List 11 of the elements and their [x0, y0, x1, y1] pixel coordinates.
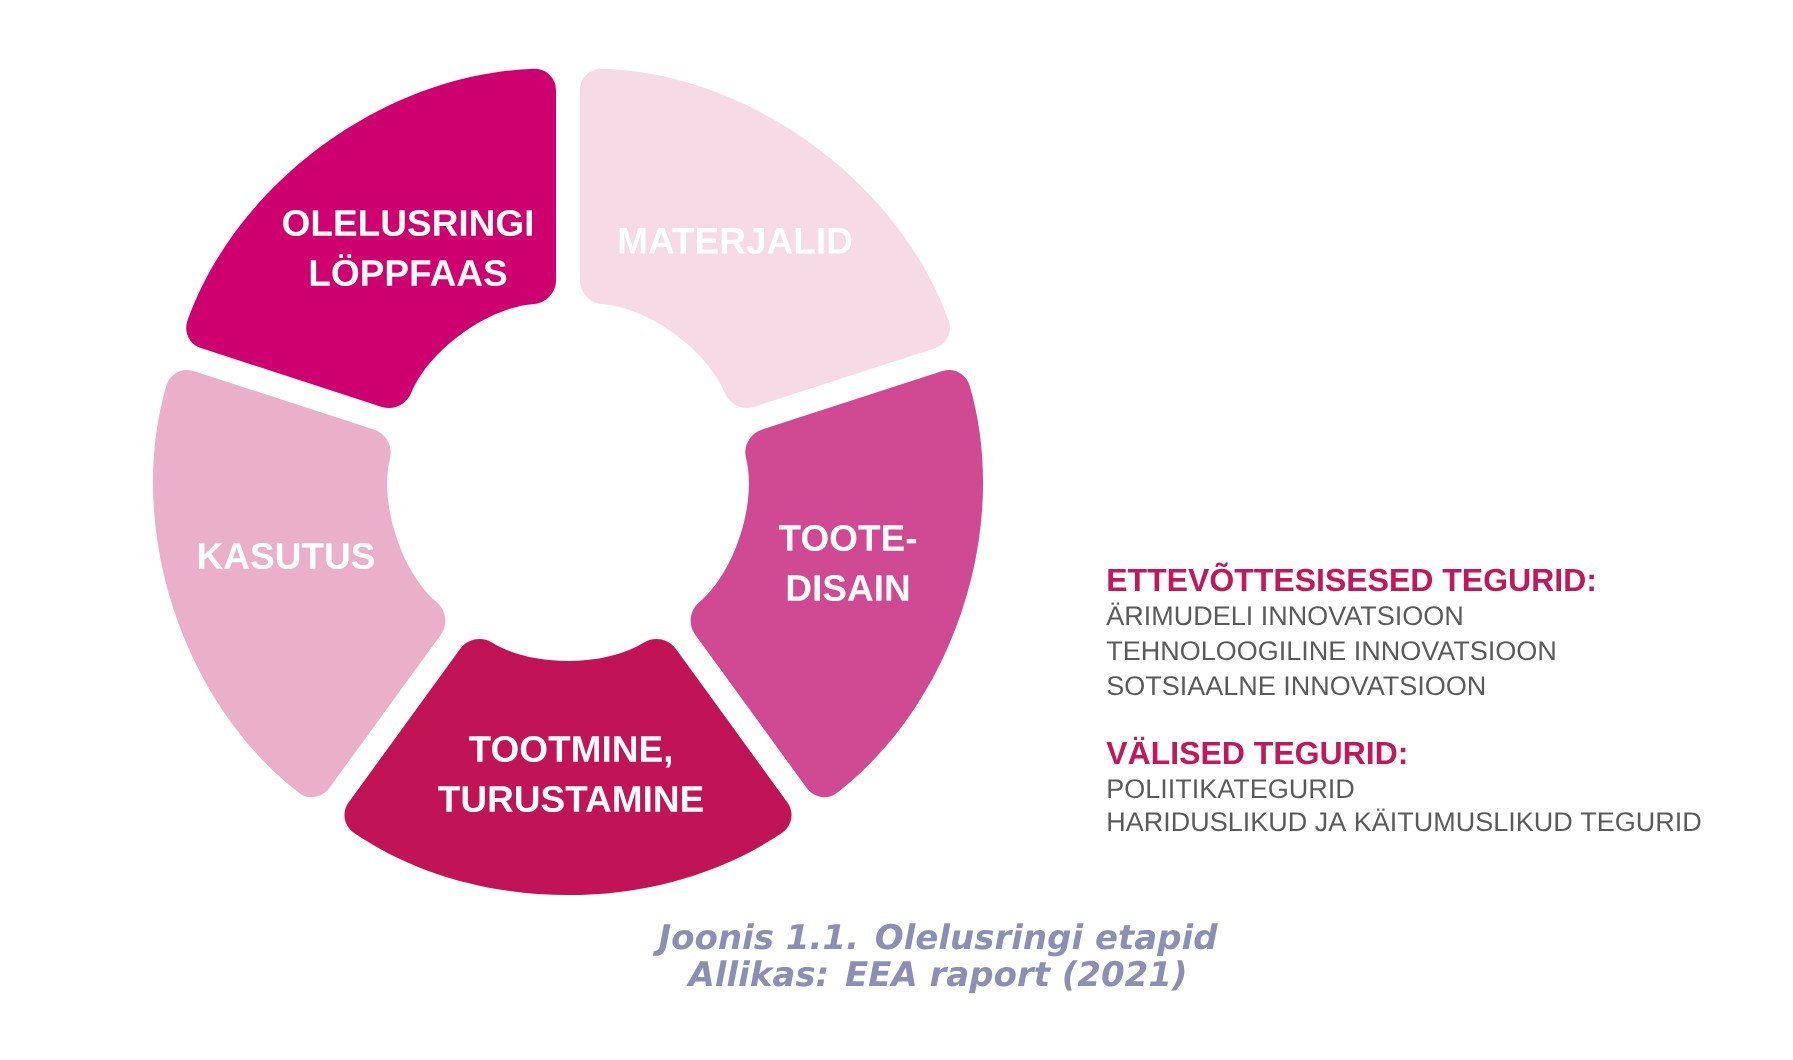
list-item: TEHNOLOOGILINE INNOVATSIOON	[1106, 641, 1555, 661]
list-item: ÄRIMUDELI INNOVATSIOON	[1106, 602, 1462, 626]
source-caption: Allikas: EEA raport (2021)	[686, 960, 1185, 994]
list-item: HARIDUSLIKUD JA KÄITUMUSLIKUD TEGURID	[1108, 808, 1701, 832]
figure-caption: Joonis 1.1. Olelusringi etapid	[652, 923, 1218, 957]
ring-segment: OLELUSRINGI LÖPPFAAS	[186, 68, 556, 408]
group-heading: VÄLISED TEGURID:	[1106, 736, 1406, 765]
list-item: SOTSIAALNE INNOVATSIOON	[1107, 676, 1485, 696]
ring-segment: TOOTMINE, TURUSTAMINE	[344, 638, 792, 896]
list-item: POLIITIKATEGURID	[1108, 779, 1354, 799]
group-heading: ETTEVÕTTESISESED TEGURID:	[1108, 562, 1594, 592]
